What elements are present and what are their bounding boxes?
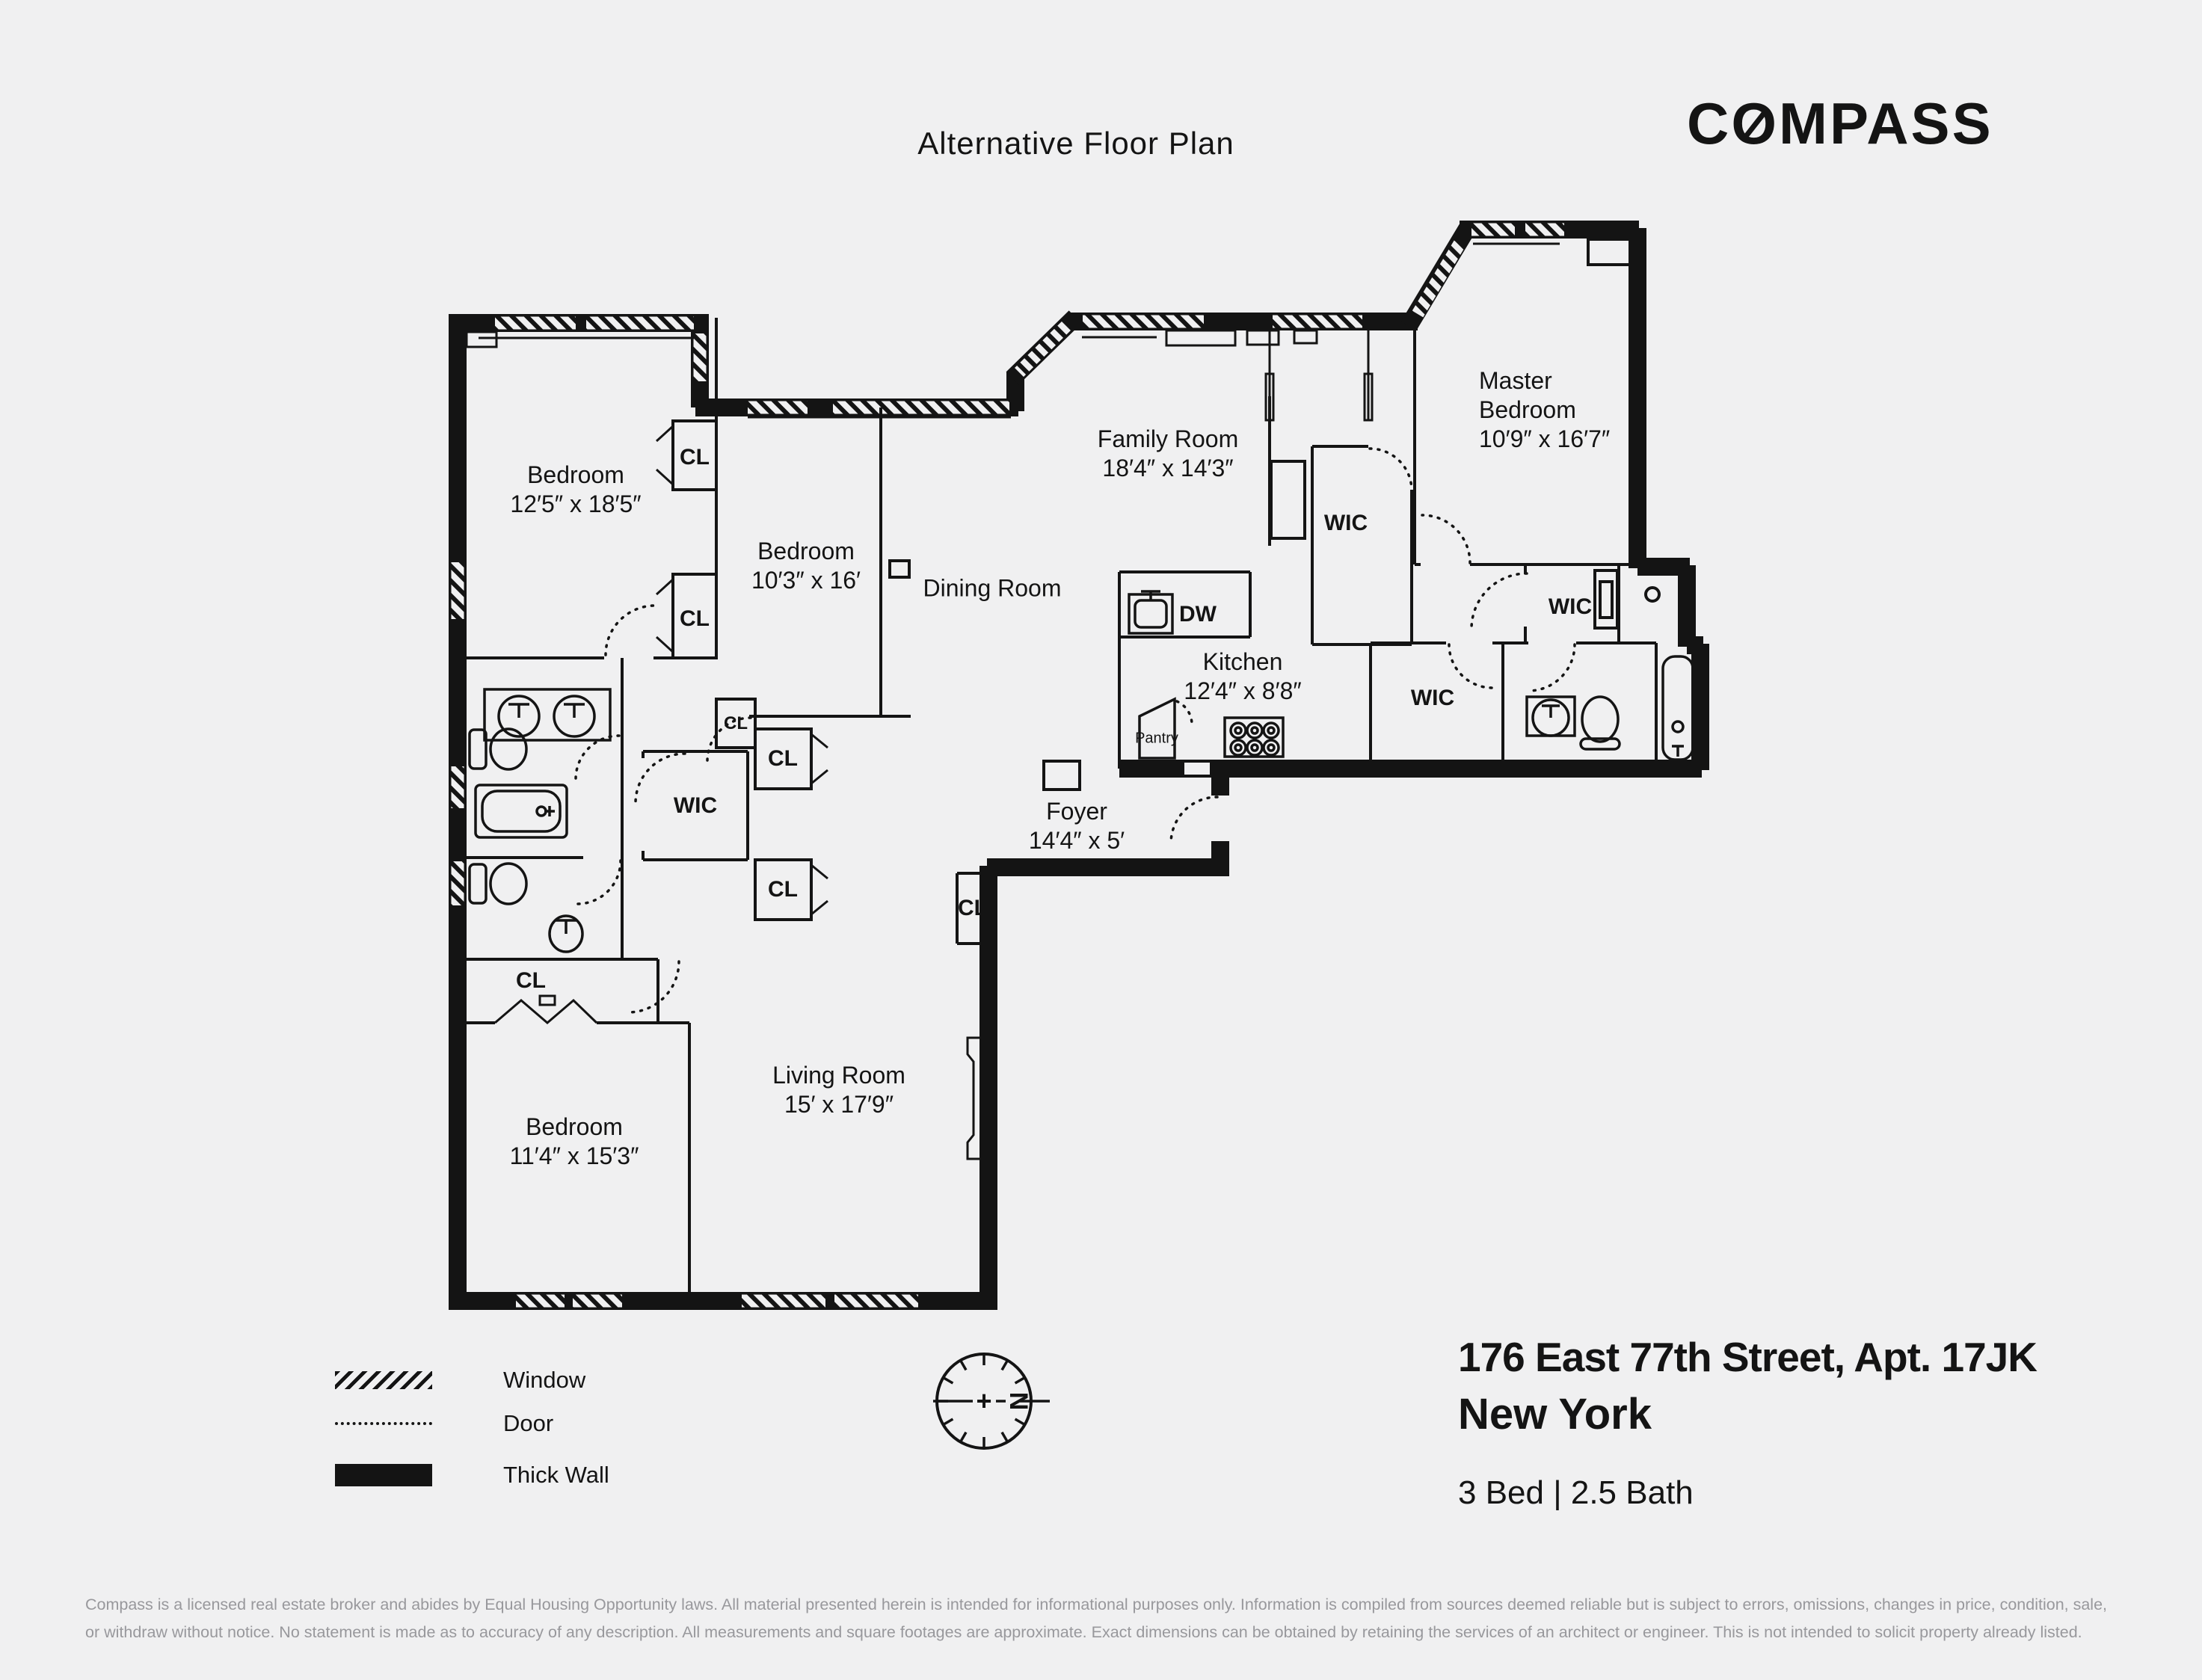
disclaimer: Compass is a licensed real estate broker… <box>85 1591 2107 1646</box>
logo-text-post: MPASS <box>1779 90 1993 156</box>
room-label-bedroom-3: Bedroom 11′4″ x 15′3″ <box>509 1113 639 1169</box>
compass-plus: + <box>976 1385 991 1416</box>
room-label-kitchen: Kitchen 12′4″ x 8′8″ <box>1184 647 1302 704</box>
pantry-label: Pantry <box>1135 730 1178 747</box>
cl-label-bedroom3: CL <box>516 968 546 993</box>
legend-door-label: Door <box>503 1410 554 1436</box>
thick-wall-swatch-icon <box>335 1464 432 1486</box>
windows <box>451 223 1564 1308</box>
legend-thick-wall-label: Thick Wall <box>503 1462 609 1488</box>
wic-label-hall: WIC <box>673 793 718 818</box>
address-city: New York <box>1458 1390 1652 1439</box>
legend-window-label: Window <box>503 1367 586 1393</box>
legend-row-door: Door <box>335 1410 553 1437</box>
room-label-bedroom-1: Bedroom 12′5″ x 18′5″ <box>510 461 642 517</box>
wic-label-family: WIC <box>1323 511 1368 535</box>
wic-label-master: WIC <box>1548 594 1593 619</box>
disclaimer-line-2: or withdraw without notice. No statement… <box>85 1623 2082 1641</box>
compass-rose: + N <box>933 1353 1050 1450</box>
detail-lines <box>465 242 1560 1160</box>
legend-row-window: Window <box>335 1367 585 1394</box>
room-label-bedroom-2: Bedroom 10′3″ x 16′ <box>751 537 861 594</box>
cl-label-hall-small: CL <box>724 713 748 733</box>
logo-text-pre: C <box>1687 90 1732 156</box>
legend-row-thick-wall: Thick Wall <box>335 1462 609 1489</box>
cl-label-hall-lower: CL <box>768 877 798 902</box>
cl-label-hall-upper: CL <box>768 746 798 771</box>
fixtures <box>468 590 1694 953</box>
compass-north-label: N <box>1004 1392 1033 1411</box>
room-label-master-bedroom: Master Bedroom 10′9″ x 16′7″ <box>1479 367 1611 453</box>
cl-label-bedroom1-bottom: CL <box>680 606 710 631</box>
compass-logo: COMPASS <box>1687 90 1993 158</box>
room-label-living-room: Living Room 15′ x 17′9″ <box>772 1061 905 1118</box>
window-swatch-icon <box>335 1371 432 1389</box>
room-label-dining-room: Dining Room <box>923 574 1062 602</box>
door-arcs <box>574 447 1576 1014</box>
cl-label-bedroom1-top: CL <box>680 445 710 470</box>
disclaimer-line-1: Compass is a licensed real estate broker… <box>85 1596 2108 1613</box>
cl-label-foyer: CL <box>958 896 988 920</box>
door-swatch-icon <box>335 1422 432 1425</box>
bed-bath-specs: 3 Bed | 2.5 Bath <box>1458 1474 1694 1511</box>
wic-label-kitchen: WIC <box>1410 686 1455 710</box>
room-label-foyer: Foyer 14′4″ x 5′ <box>1028 797 1125 854</box>
room-label-family-room: Family Room 18′4″ x 14′3″ <box>1097 425 1239 481</box>
dishwasher-label: DW <box>1179 602 1217 627</box>
logo-o-needle-icon: O <box>1731 90 1780 156</box>
page-title: Alternative Floor Plan <box>917 126 1234 161</box>
address-line: 176 East 77th Street, Apt. 17JK <box>1458 1334 2038 1380</box>
interior-walls <box>458 238 1661 1301</box>
